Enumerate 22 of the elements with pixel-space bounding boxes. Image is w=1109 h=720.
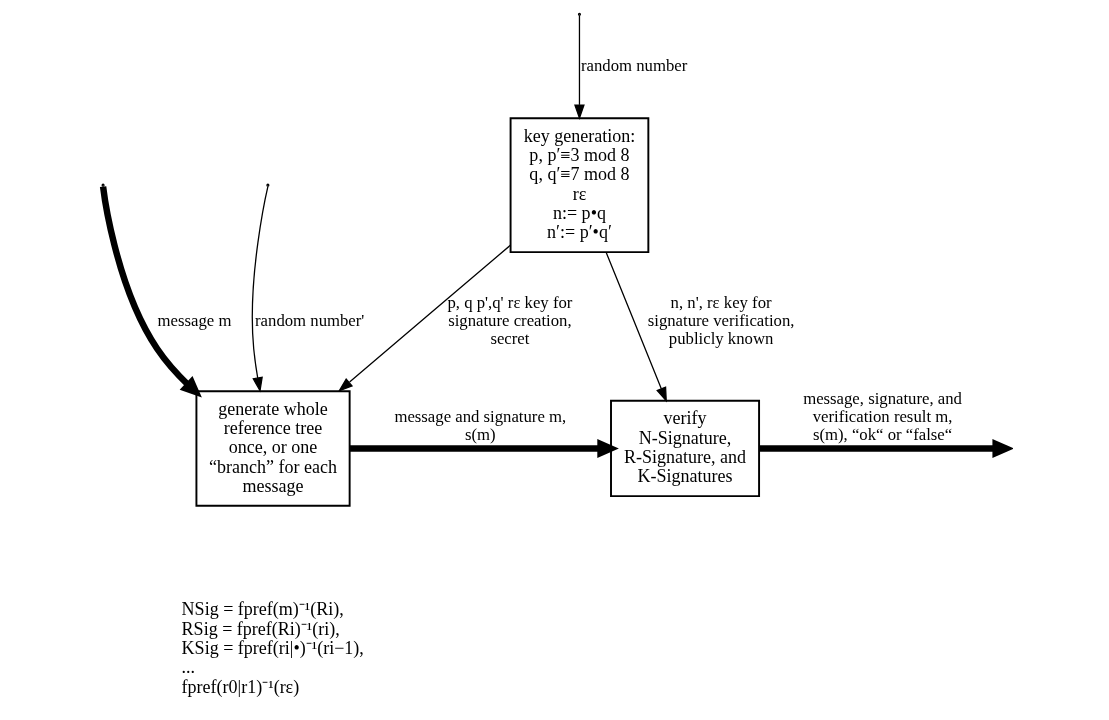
arrow [604,251,667,403]
arrow [337,244,511,393]
edge-label: p, q p',q' rε key for signature creation, secret [446,293,572,349]
arrow [99,186,202,398]
edge-label: random number' [254,311,364,331]
edge-label: message, signature, and verification result m, s(m), “ok“ or “false“ [802,388,962,444]
edge-label: message m [157,311,231,331]
label: RSig = fpref(Ri)⁻¹(ri), [181,618,340,639]
arrow [349,439,619,458]
node-box: generate whole reference tree once, or one “branch” for each message [194,390,351,507]
label: NSig = fpref(m)⁻¹(Ri), [181,599,344,620]
node-box: key generation: p, p′≡3 mod 8 q, q′≡7 mod 8 rε n:= p•q n′:= p′•q′ [509,117,649,254]
arrow [251,185,268,393]
edge-label: n, n', rε key for signature verification, publicly known [647,293,794,349]
label: ... [181,657,195,678]
arrow [573,14,585,120]
edge-label: random number [580,56,687,76]
label: KSig = fpref(ri|•)⁻¹(ri−1), [181,638,364,659]
arrow [758,439,1013,458]
edge-label: message and signature m, s(m) [393,406,566,444]
node-box: verify N-Signature, R-Signature, and K-Signatures [609,399,760,498]
label: fpref(r0|r1)⁻¹(rε) [181,676,299,697]
